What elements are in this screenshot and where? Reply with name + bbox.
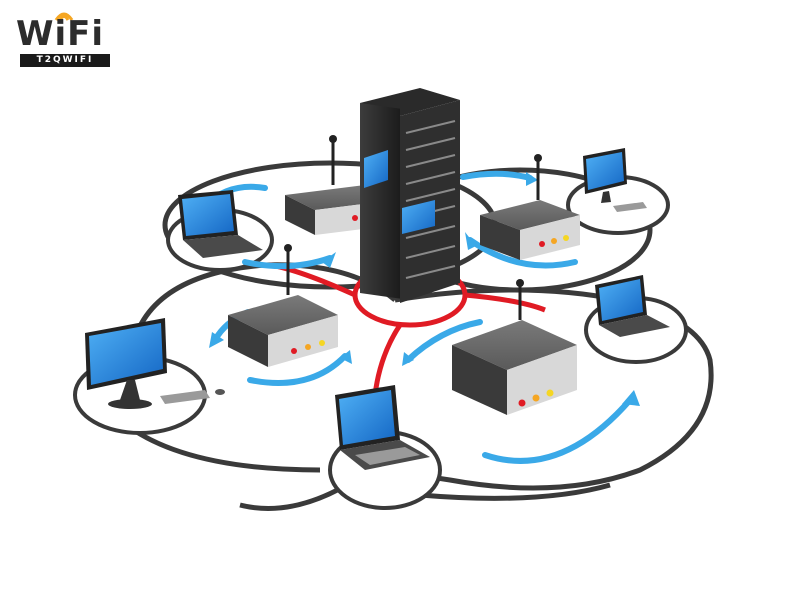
router-icon xyxy=(228,244,338,367)
keyboard-icon xyxy=(355,447,420,465)
logo-brand-text: WiFi xyxy=(16,14,105,54)
flow-arrow-icon xyxy=(209,332,224,348)
server-rack-icon xyxy=(360,88,460,303)
flow-arrow-icon xyxy=(402,352,414,366)
laptop-icon xyxy=(178,190,263,258)
keyboard-icon xyxy=(613,202,647,212)
flow-arrow-icon xyxy=(405,319,483,363)
right-ring xyxy=(348,287,714,491)
router-icon xyxy=(452,279,577,415)
server-to-right xyxy=(464,292,546,313)
server-to-bottom xyxy=(372,323,403,396)
laptop-icon xyxy=(595,275,670,337)
desktop-monitor-icon xyxy=(583,148,647,212)
flow-arrow-icon xyxy=(482,397,633,464)
mouse-icon xyxy=(215,389,225,395)
flow-arrow-icon xyxy=(465,232,476,250)
flow-arrow-icon xyxy=(247,353,348,386)
bottom-right-link xyxy=(419,482,611,501)
router-icon xyxy=(480,154,580,260)
flow-arrow-icon xyxy=(340,350,352,364)
flow-arrow-icon xyxy=(322,252,336,268)
desktop-monitor-icon xyxy=(85,318,225,409)
keyboard-icon xyxy=(160,390,210,404)
laptop-icon xyxy=(335,385,430,470)
server-console-screen xyxy=(402,200,435,234)
wifi-signal-icon xyxy=(54,12,74,21)
flow-arrow-icon xyxy=(622,390,640,406)
flow-arrow-icon xyxy=(467,237,578,269)
flow-arrow-icon xyxy=(460,170,533,181)
flow-arrow-icon xyxy=(526,172,538,186)
wifi-logo: WiFi T2QWIFI xyxy=(14,8,114,70)
logo-sub-text: T2QWIFI xyxy=(20,54,110,67)
server-to-left xyxy=(269,262,357,298)
server-side-screen xyxy=(364,150,388,188)
